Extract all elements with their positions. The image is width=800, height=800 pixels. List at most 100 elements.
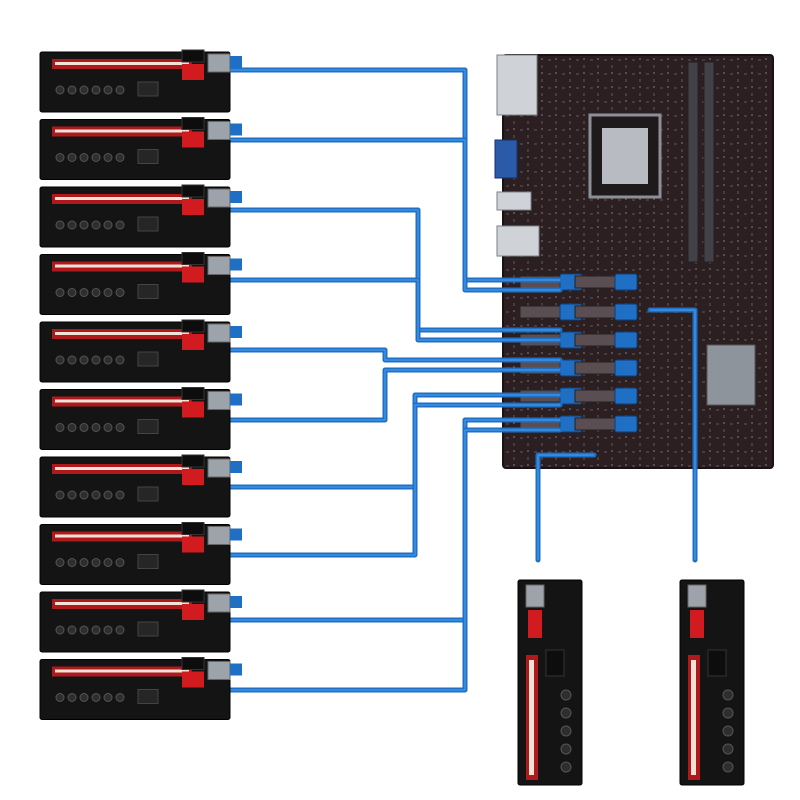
riser-capacitor [115, 558, 125, 567]
bottom-riser-slot-contacts [529, 660, 534, 775]
usb-cable-highlight-12 [650, 309, 696, 560]
riser-slot-contacts [55, 264, 189, 268]
riser-controller-chip [137, 216, 159, 232]
riser-capacitor [55, 355, 65, 365]
riser-capacitor [55, 153, 65, 162]
riser-usb-socket [207, 256, 231, 275]
riser-red-chip [182, 401, 204, 418]
riser-capacitor [67, 693, 77, 702]
riser-capacitor [91, 423, 101, 432]
riser-controller-chip [137, 81, 159, 97]
left-riser-10 [39, 657, 242, 720]
riser-power-connector [181, 589, 205, 603]
riser-usb-plug [230, 461, 242, 473]
riser-usb-socket [207, 188, 231, 208]
left-riser-1 [39, 49, 242, 113]
bottom-riser-capacitor [722, 689, 734, 701]
riser-usb-socket [207, 391, 231, 410]
riser-capacitor [91, 153, 101, 162]
riser-red-chip [182, 131, 204, 148]
riser-red-chip [182, 469, 204, 485]
riser-capacitor [55, 490, 65, 500]
usb-cable-highlight-8 [230, 404, 560, 556]
mb-usb-plug-8 [614, 303, 638, 321]
cpu-socket-plate [602, 128, 648, 184]
riser-slot-contacts [55, 197, 189, 200]
riser-capacitor [103, 153, 113, 162]
mb-usb-plug-12 [614, 415, 638, 433]
riser-power-connector [181, 319, 205, 333]
riser-slot-contacts [55, 332, 189, 335]
mb-usb-plug-7 [614, 273, 638, 291]
riser-capacitor [55, 693, 65, 702]
riser-usb-plug [230, 528, 242, 541]
riser-slot-contacts [55, 62, 189, 65]
riser-red-chip [182, 199, 204, 215]
riser-usb-plug [230, 123, 242, 136]
left-riser-4 [39, 252, 242, 315]
riser-capacitor [67, 153, 77, 162]
riser-capacitor [115, 490, 125, 500]
riser-usb-plug [230, 596, 242, 608]
riser-power-connector [181, 49, 205, 63]
riser-capacitor [103, 355, 113, 365]
riser-usb-socket [207, 53, 231, 73]
riser-usb-plug [230, 393, 242, 406]
left-riser-3 [39, 184, 242, 248]
bottom-riser-red-chip [528, 610, 542, 638]
riser-usb-socket [207, 661, 231, 680]
riser-capacitor [91, 490, 101, 500]
riser-usb-socket [207, 121, 231, 140]
riser-capacitor [103, 490, 113, 500]
bottom-riser-capacitor [560, 743, 572, 755]
left-riser-8 [39, 522, 242, 585]
riser-capacitor [91, 220, 101, 230]
riser-capacitor [79, 288, 89, 297]
bottom-riser-capacitor [560, 725, 572, 737]
left-riser-stack [39, 49, 242, 720]
riser-red-chip [182, 266, 204, 283]
bottom-riser-2 [679, 579, 745, 786]
riser-capacitor [79, 558, 89, 567]
riser-controller-chip [137, 284, 159, 299]
riser-slot-contacts [55, 399, 189, 403]
bottom-riser-pair [517, 579, 745, 786]
riser-controller-chip [137, 486, 159, 502]
usb-cable-highlight-3 [230, 209, 560, 331]
bottom-riser-power-connector [545, 649, 565, 677]
riser-capacitor [91, 625, 101, 635]
riser-capacitor [55, 288, 65, 297]
riser-capacitor [103, 693, 113, 702]
left-riser-9 [39, 589, 242, 653]
riser-usb-plug [230, 56, 242, 68]
left-riser-7 [39, 454, 242, 518]
riser-power-connector [181, 657, 205, 670]
riser-slot-contacts [55, 534, 189, 538]
usb-cable-highlight-5 [230, 349, 560, 361]
riser-capacitor [79, 490, 89, 500]
bottom-riser-capacitor [722, 761, 734, 773]
riser-red-chip [182, 334, 204, 350]
riser-capacitor [103, 220, 113, 230]
riser-capacitor [103, 85, 113, 95]
bottom-riser-capacitor [560, 707, 572, 719]
heatsink [706, 344, 756, 406]
riser-capacitor [67, 85, 77, 95]
usb-cable-highlight-11 [537, 454, 594, 560]
riser-capacitor [115, 220, 125, 230]
riser-power-connector [181, 522, 205, 535]
ram-slot-1 [687, 61, 699, 263]
mb-usb-plug-11 [614, 387, 638, 405]
mb-usb-plug-10 [614, 359, 638, 377]
riser-red-chip [182, 671, 204, 688]
riser-capacitor [79, 355, 89, 365]
bottom-riser-capacitor [560, 761, 572, 773]
riser-capacitor [55, 423, 65, 432]
riser-capacitor [115, 355, 125, 365]
riser-capacitor [67, 220, 77, 230]
riser-power-connector [181, 387, 205, 400]
riser-power-connector [181, 252, 205, 265]
riser-power-connector [181, 454, 205, 468]
riser-usb-socket [207, 526, 231, 545]
ram-slot-2 [703, 61, 715, 263]
